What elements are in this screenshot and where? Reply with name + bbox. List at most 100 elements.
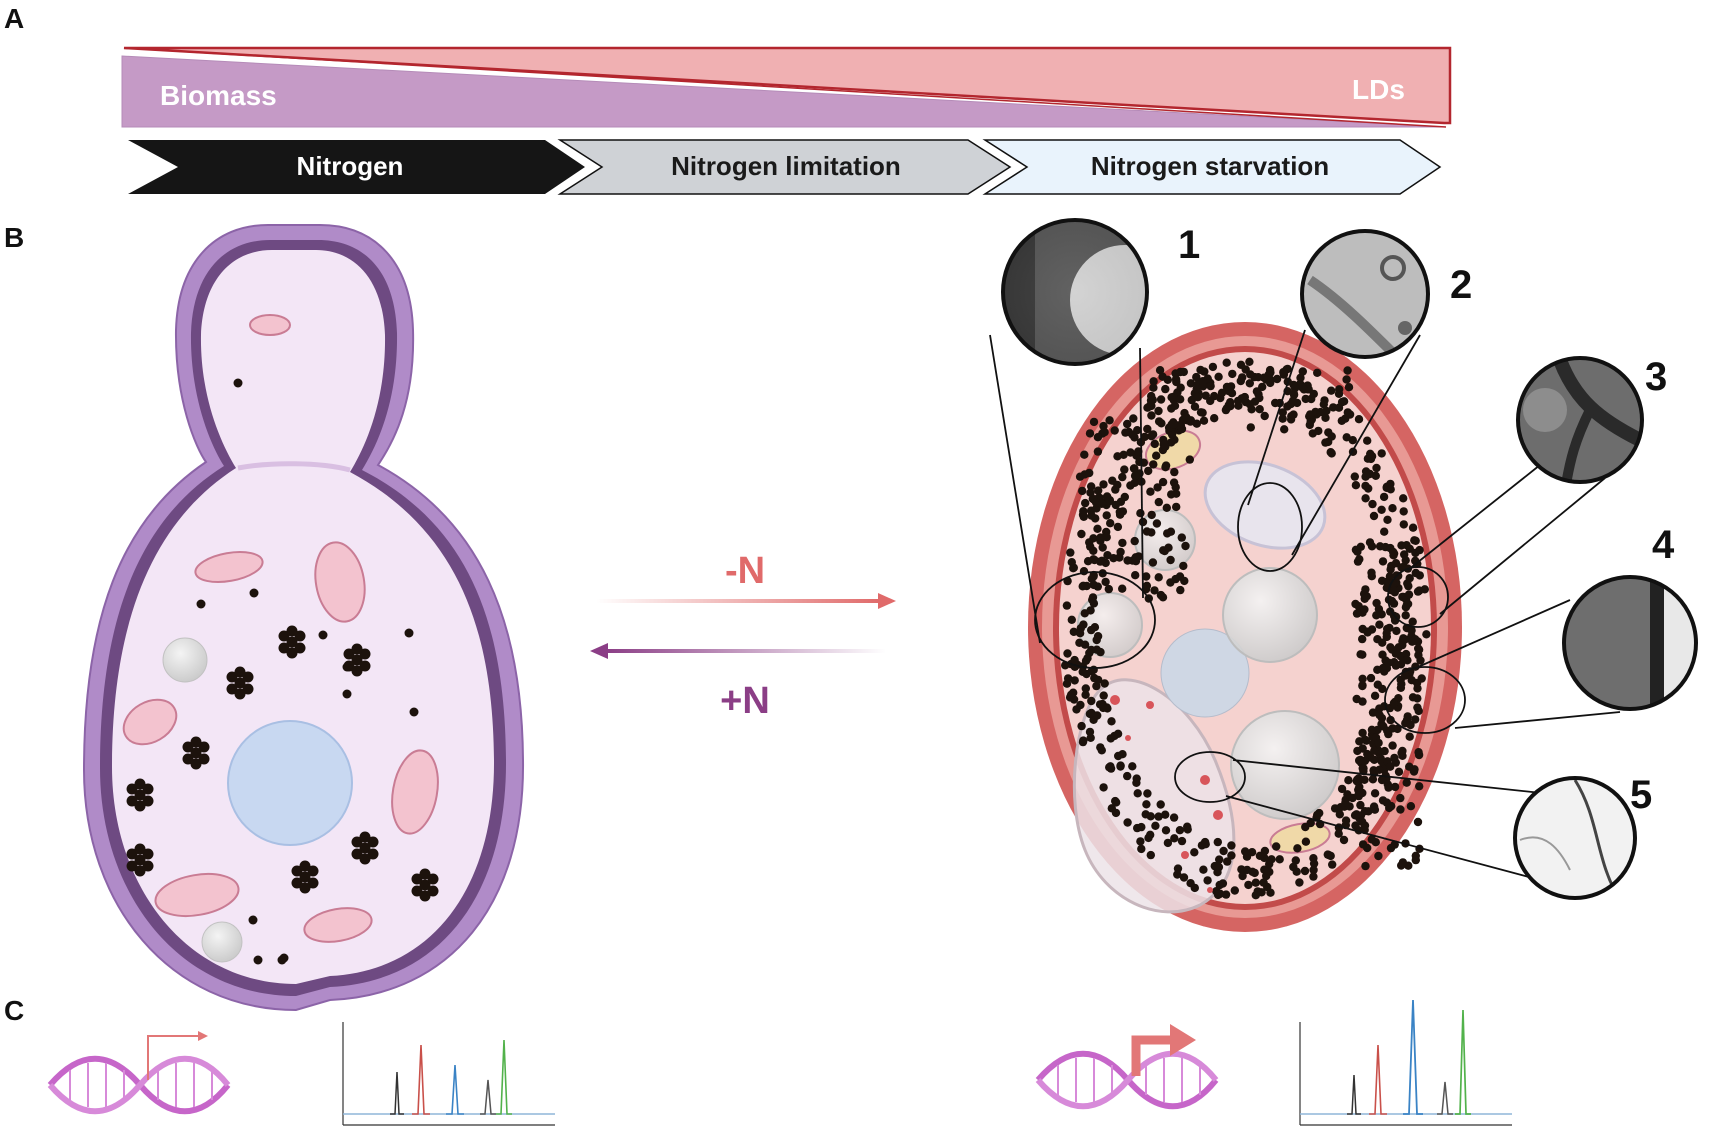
lipid-droplet — [294, 630, 306, 642]
lipid-droplet — [1391, 661, 1401, 670]
lipid-droplet — [226, 683, 238, 695]
lipid-droplet — [1296, 373, 1305, 382]
lipid-droplet — [1313, 810, 1322, 820]
callout-line-5b — [1225, 795, 1541, 881]
lipid-droplet — [1255, 851, 1265, 860]
lipid-droplet — [1097, 556, 1107, 565]
callout-region-2 — [1237, 482, 1303, 572]
lipid-droplet — [1129, 464, 1139, 473]
chromatogram-peak — [1347, 1074, 1361, 1115]
lipid-droplet — [1123, 818, 1132, 827]
lipid-droplet — [1099, 480, 1108, 489]
lipid-droplet — [1389, 599, 1399, 608]
dna-helix-left — [47, 1031, 231, 1115]
lipid-droplet — [1289, 862, 1298, 872]
lipid-droplet — [1089, 555, 1098, 564]
lipid-droplet — [1260, 865, 1269, 874]
lipid-droplet — [1118, 472, 1127, 482]
lipid-droplet — [1176, 383, 1185, 392]
lipid-droplet — [1245, 379, 1255, 388]
lipid-droplet — [1066, 690, 1076, 699]
lipid-droplet — [1401, 635, 1410, 644]
lipid-droplet — [1080, 450, 1089, 459]
lipid-droplet — [1099, 703, 1108, 713]
lipid-droplet — [126, 848, 138, 860]
lipid-droplet — [1358, 681, 1367, 690]
lipid-droplet — [1070, 676, 1079, 685]
callout-circle-3 — [1516, 356, 1644, 484]
vacuole — [1222, 567, 1318, 663]
callout-circle-5 — [1513, 776, 1637, 900]
lipid-droplet — [1251, 878, 1261, 887]
mitochondrion — [249, 314, 291, 336]
lipid-droplet — [1392, 626, 1401, 636]
lipid-droplet — [1407, 676, 1416, 685]
lipid-droplet — [1390, 782, 1400, 792]
lipid-droplet — [234, 666, 246, 678]
lipid-droplet — [1372, 463, 1381, 473]
lipid-droplet — [1143, 424, 1152, 434]
callout-line-3b — [1439, 477, 1606, 615]
lipid-droplet — [126, 795, 138, 807]
callout-number-2: 2 — [1450, 263, 1472, 307]
lipid-droplet — [1147, 411, 1156, 420]
callout-line-2a — [1247, 329, 1306, 506]
lipid-droplet — [1361, 861, 1370, 871]
lipid-droplet — [1092, 645, 1102, 654]
lipid-droplet — [1309, 865, 1318, 875]
lipid-droplet — [1370, 789, 1380, 798]
lipid-droplet — [1161, 826, 1171, 835]
panel-letter-c: C — [4, 995, 24, 1026]
lipid-droplet — [1342, 433, 1351, 442]
callout-inset-5 — [1513, 776, 1637, 900]
lipid-droplet — [411, 885, 423, 897]
lipid-droplet — [1380, 746, 1389, 756]
lipid-droplet — [1388, 741, 1397, 750]
callout-line-5a — [1232, 759, 1561, 796]
lipid-droplet — [1356, 650, 1365, 659]
lipid-droplet — [351, 643, 363, 655]
lipid-droplet — [1069, 564, 1078, 573]
stage-arrow-nitrogen — [128, 140, 585, 194]
minus-n-arrow-shaft — [596, 599, 881, 603]
lipid-droplet — [190, 758, 202, 770]
lipid-droplet — [1360, 605, 1369, 614]
lipid-droplet — [1186, 379, 1196, 388]
lipid-droplet — [1163, 529, 1172, 538]
chromatogram-peak — [1437, 1081, 1453, 1115]
lipid-droplet — [1415, 571, 1425, 580]
lipid-droplet — [1167, 393, 1176, 402]
callout-lines — [989, 329, 1621, 881]
lipid-droplet — [1163, 375, 1173, 384]
callout-region-5 — [1174, 751, 1246, 803]
lipid-droplet — [1100, 679, 1109, 688]
lipid-droplet — [1383, 515, 1392, 524]
callout-circle-4 — [1562, 575, 1698, 711]
lipid-droplet — [1170, 834, 1179, 843]
lipid-droplet — [1383, 726, 1392, 735]
lipid-droplet — [1375, 765, 1384, 774]
lipid-droplet — [1147, 510, 1156, 520]
lipid-droplet — [1295, 878, 1304, 887]
lipid-droplet — [1403, 712, 1412, 721]
lipid-droplet — [1372, 611, 1381, 620]
lipid-droplet — [1190, 848, 1199, 857]
lipid-droplet — [1250, 868, 1259, 878]
lipid-droplet — [1358, 634, 1367, 644]
lipid-droplet — [1115, 510, 1125, 519]
lipid-droplet — [278, 642, 290, 654]
lipid-droplet — [1109, 554, 1118, 563]
yeast-cell-nitrogen-starved — [1028, 322, 1462, 932]
lipid-droplet — [1397, 563, 1406, 572]
vesicle — [1213, 810, 1223, 820]
lipid-droplet — [1413, 703, 1422, 712]
lipid-droplet — [1147, 432, 1156, 441]
lipid-droplet — [1341, 816, 1351, 825]
lipid-droplet — [242, 683, 254, 695]
lipid-droplet — [1279, 368, 1288, 377]
lipid-droplet — [1137, 822, 1146, 832]
lipid-droplet — [1089, 580, 1099, 590]
lipid-droplet — [1098, 569, 1107, 578]
lipid-droplet — [1360, 756, 1370, 766]
lipid-droplet — [294, 642, 306, 654]
